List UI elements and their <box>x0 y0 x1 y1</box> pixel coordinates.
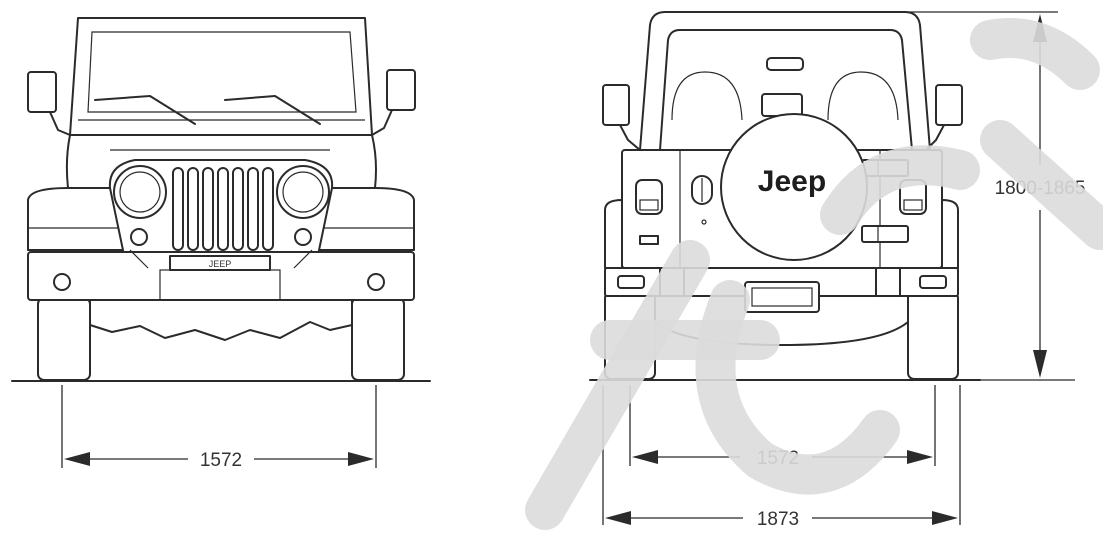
roll-bar-inner <box>659 29 913 151</box>
rear-left-taillight-lens <box>639 199 659 211</box>
front-view: JEEP 1572 <box>11 17 431 471</box>
front-windshield-frame <box>69 17 373 136</box>
rear-right-taillight-lens <box>903 199 923 211</box>
left-fog-light <box>53 273 71 291</box>
front-right-mirror <box>386 69 416 111</box>
right-fog-light <box>367 273 385 291</box>
rear-left-taillight <box>635 179 663 215</box>
right-seat <box>827 71 899 121</box>
grille-slots <box>172 167 274 251</box>
center-console <box>761 93 803 117</box>
front-plate-text: JEEP <box>209 259 232 269</box>
front-left-mirror <box>27 71 57 113</box>
left-headlight <box>113 165 167 219</box>
lower-hinge <box>861 225 909 243</box>
right-headlight-ring <box>282 171 324 213</box>
right-bumperette <box>875 267 901 297</box>
spare-tire-logo: Jeep <box>758 165 826 198</box>
tailgate-lock <box>701 219 707 225</box>
right-turn-signal <box>294 228 312 246</box>
front-right-tire <box>351 297 405 381</box>
overall-width-dimension: 1873 <box>602 385 961 530</box>
right-wiper <box>224 95 321 125</box>
front-left-tire <box>37 297 91 381</box>
rear-left-mirror-arm <box>619 124 641 151</box>
rear-right-tire <box>907 291 959 380</box>
roll-bar <box>639 11 931 151</box>
rear-left-mirror <box>602 84 630 126</box>
rear-right-flare <box>941 199 959 269</box>
rear-right-marker <box>919 275 947 289</box>
overall-width-label: 1873 <box>757 509 799 530</box>
front-left-mirror-arm <box>49 111 71 136</box>
bumper-bracket-left <box>129 249 149 269</box>
left-headlight-ring <box>119 171 161 213</box>
rear-right-mirror <box>935 84 963 126</box>
rear-license-plate <box>744 281 820 313</box>
rear-left-flare <box>604 199 623 269</box>
watermark <box>525 18 1103 530</box>
left-wiper <box>94 95 196 125</box>
bumper-bracket-right <box>293 249 313 269</box>
third-brake-light <box>766 57 804 71</box>
left-turn-signal <box>130 228 148 246</box>
rear-left-marker <box>617 275 645 289</box>
front-windshield-glass <box>87 31 357 113</box>
rear-license-plate-inner <box>751 287 813 307</box>
front-track-width-label: 1572 <box>200 450 242 471</box>
front-right-mirror-arm <box>371 109 393 136</box>
front-license-plate <box>169 255 271 271</box>
left-seat <box>671 71 743 121</box>
front-axle <box>89 299 353 341</box>
front-track-width-dimension: 1572 <box>61 385 377 471</box>
right-headlight <box>276 165 330 219</box>
rear-reflector <box>639 235 659 245</box>
